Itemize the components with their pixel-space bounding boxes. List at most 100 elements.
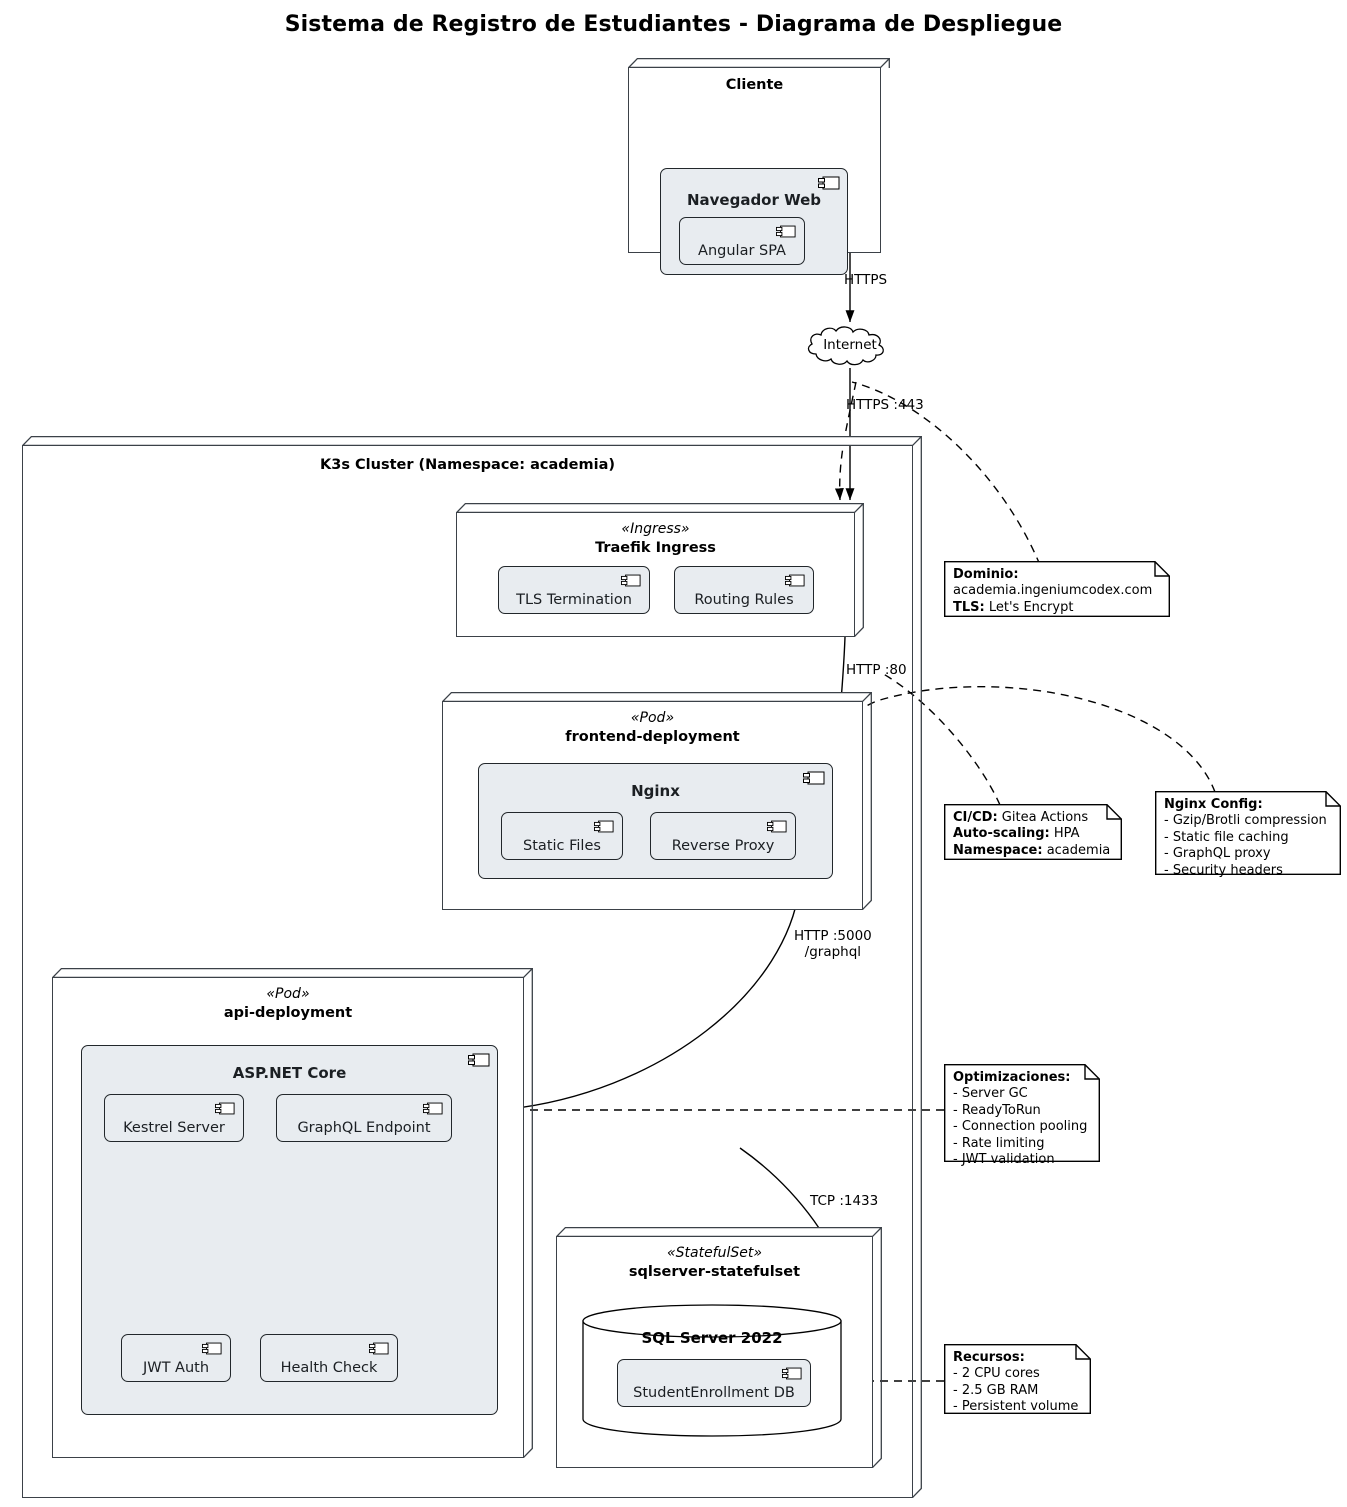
component-kestrel-server[interactable]: Kestrel Server	[104, 1094, 244, 1142]
node-internet-label: Internet	[823, 337, 877, 353]
component-icon	[803, 770, 825, 785]
note-line: - Rate limiting	[953, 1135, 1045, 1151]
note-shape	[944, 1064, 1100, 1162]
note-line: - 2.5 GB RAM	[953, 1382, 1039, 1398]
note-optimizaciones-text: Optimizaciones:- Server GC- ReadyToRun- …	[944, 1064, 1100, 1167]
note-line: - ReadyToRun	[953, 1102, 1041, 1118]
component-aspnet-core[interactable]: ASP.NET Core Kestrel Server GraphQL Endp…	[81, 1045, 498, 1415]
edge-label-https-443: HTTPS :443	[846, 397, 924, 413]
component-icon	[767, 818, 789, 833]
node-api-stereotype: «Pod»	[266, 986, 310, 1002]
note-recursos[interactable]: Recursos:- 2 CPU cores- 2.5 GB RAM- Pers…	[944, 1344, 1091, 1414]
node-sqlserver-name: sqlserver-statefulset	[628, 1263, 801, 1280]
component-studentenrollment-db-label: StudentEnrollment DB	[633, 1385, 795, 1401]
component-icon	[423, 1100, 445, 1115]
component-icon	[369, 1340, 391, 1355]
component-icon	[202, 1340, 224, 1355]
note-line: academia.ingeniumcodex.com	[953, 583, 1153, 599]
note-nginx-config-text: Nginx Config:- Gzip/Brotli compression- …	[1155, 791, 1341, 878]
node-frontend-stereotype: «Pod»	[630, 710, 675, 726]
component-reverse-proxy-label: Reverse Proxy	[671, 838, 775, 854]
note-line: - Server GC	[953, 1086, 1028, 1102]
node-sqlserver-stereotype: «StatefulSet»	[666, 1245, 763, 1261]
component-icon	[621, 572, 643, 587]
note-line: Nginx Config:	[1164, 797, 1263, 812]
node-api-name: api-deployment	[223, 1004, 353, 1021]
component-jwt-auth-label: JWT Auth	[142, 1360, 210, 1376]
component-studentenrollment-db[interactable]: StudentEnrollment DB	[617, 1359, 811, 1407]
page-title: Sistema de Registro de Estudiantes - Dia…	[284, 12, 1063, 37]
node-internet[interactable]: Internet	[800, 320, 900, 370]
note-line: TLS: Let's Encrypt	[953, 599, 1074, 615]
database-engine-label: SQL Server 2022	[641, 1329, 783, 1347]
node-frontend-deployment[interactable]: «Pod» frontend-deployment Nginx Static F…	[442, 692, 872, 910]
node-frontend-name: frontend-deployment	[565, 728, 740, 745]
component-graphql-endpoint[interactable]: GraphQL Endpoint	[276, 1094, 452, 1142]
component-tls-termination[interactable]: TLS Termination	[498, 566, 650, 614]
note-line: - Security headers	[1164, 862, 1283, 878]
component-routing-rules[interactable]: Routing Rules	[674, 566, 814, 614]
edge-label-http-80: HTTP :80	[846, 662, 907, 678]
component-kestrel-server-label: Kestrel Server	[123, 1120, 225, 1136]
component-jwt-auth[interactable]: JWT Auth	[121, 1334, 231, 1382]
component-icon	[468, 1052, 490, 1067]
note-shape	[1155, 791, 1341, 875]
database-cylinder[interactable]: SQL Server 2022 StudentEnrollment DB	[582, 1303, 842, 1437]
edge-label-tcp-1433: TCP :1433	[810, 1193, 879, 1209]
component-graphql-endpoint-label: GraphQL Endpoint	[297, 1120, 431, 1136]
component-icon	[785, 572, 807, 587]
component-aspnet-core-label: ASP.NET Core	[232, 1064, 347, 1082]
component-angular-spa[interactable]: Angular SPA	[679, 217, 805, 265]
component-health-check[interactable]: Health Check	[260, 1334, 398, 1382]
component-icon	[776, 223, 798, 238]
note-line: - Persistent volume	[953, 1399, 1079, 1415]
component-icon	[215, 1100, 237, 1115]
note-shape	[944, 561, 1170, 617]
node-api-deployment-title: «Pod» api-deployment	[52, 977, 524, 1022]
note-line: - Gzip/Brotli compression	[1164, 813, 1327, 829]
node-api-deployment[interactable]: «Pod» api-deployment ASP.NET Core Kestre…	[52, 968, 533, 1458]
edge-label-https: HTTPS	[844, 272, 888, 288]
component-icon	[594, 818, 616, 833]
component-nginx[interactable]: Nginx Static Files Reverse Proxy	[478, 763, 833, 879]
node-frontend-deployment-title: «Pod» frontend-deployment	[442, 701, 863, 746]
note-line: Auto-scaling: HPA	[953, 826, 1080, 842]
component-routing-rules-label: Routing Rules	[694, 592, 794, 608]
note-line: - GraphQL proxy	[1164, 846, 1271, 862]
node-cliente[interactable]: Cliente Navegador Web Angular SPA	[628, 58, 890, 275]
note-optimizaciones[interactable]: Optimizaciones:- Server GC- ReadyToRun- …	[944, 1064, 1100, 1167]
component-static-files-label: Static Files	[523, 838, 601, 854]
node-traefik-ingress-stereotype: «Ingress»	[621, 521, 690, 537]
node-cliente-title: Cliente	[725, 77, 784, 93]
component-reverse-proxy[interactable]: Reverse Proxy	[650, 812, 796, 860]
note-nginx-config[interactable]: Nginx Config:- Gzip/Brotli compression- …	[1155, 791, 1341, 878]
note-line: - Connection pooling	[953, 1119, 1088, 1135]
note-line: - JWT validation	[953, 1151, 1055, 1167]
component-health-check-label: Health Check	[280, 1360, 378, 1376]
note-line: - Static file caching	[1164, 829, 1289, 845]
component-angular-spa-label: Angular SPA	[698, 243, 786, 259]
edge-label-http-5000: HTTP :5000 /graphql	[794, 928, 872, 961]
component-navegador-web[interactable]: Navegador Web Angular SPA	[660, 168, 848, 275]
note-shape	[944, 804, 1122, 860]
note-line: - 2 CPU cores	[953, 1366, 1040, 1382]
note-line: Dominio:	[953, 567, 1019, 582]
component-static-files[interactable]: Static Files	[501, 812, 623, 860]
note-shape	[944, 1344, 1091, 1414]
component-nginx-label: Nginx	[631, 782, 680, 800]
node-k3s-cluster-title: K3s Cluster (Namespace: academia)	[320, 457, 615, 473]
component-tls-termination-label: TLS Termination	[516, 592, 632, 608]
component-navegador-web-label: Navegador Web	[686, 191, 822, 209]
cloud-icon	[807, 326, 884, 366]
node-k3s-cluster-face	[22, 445, 913, 1498]
note-line: Optimizaciones:	[953, 1070, 1071, 1085]
node-traefik-ingress[interactable]: «Ingress» Traefik Ingress TLS Terminatio…	[456, 503, 864, 637]
component-icon	[818, 175, 840, 190]
node-sqlserver-statefulset[interactable]: «StatefulSet» sqlserver-statefulset SQL …	[556, 1227, 882, 1468]
note-recursos-text: Recursos:- 2 CPU cores- 2.5 GB RAM- Pers…	[944, 1344, 1091, 1414]
